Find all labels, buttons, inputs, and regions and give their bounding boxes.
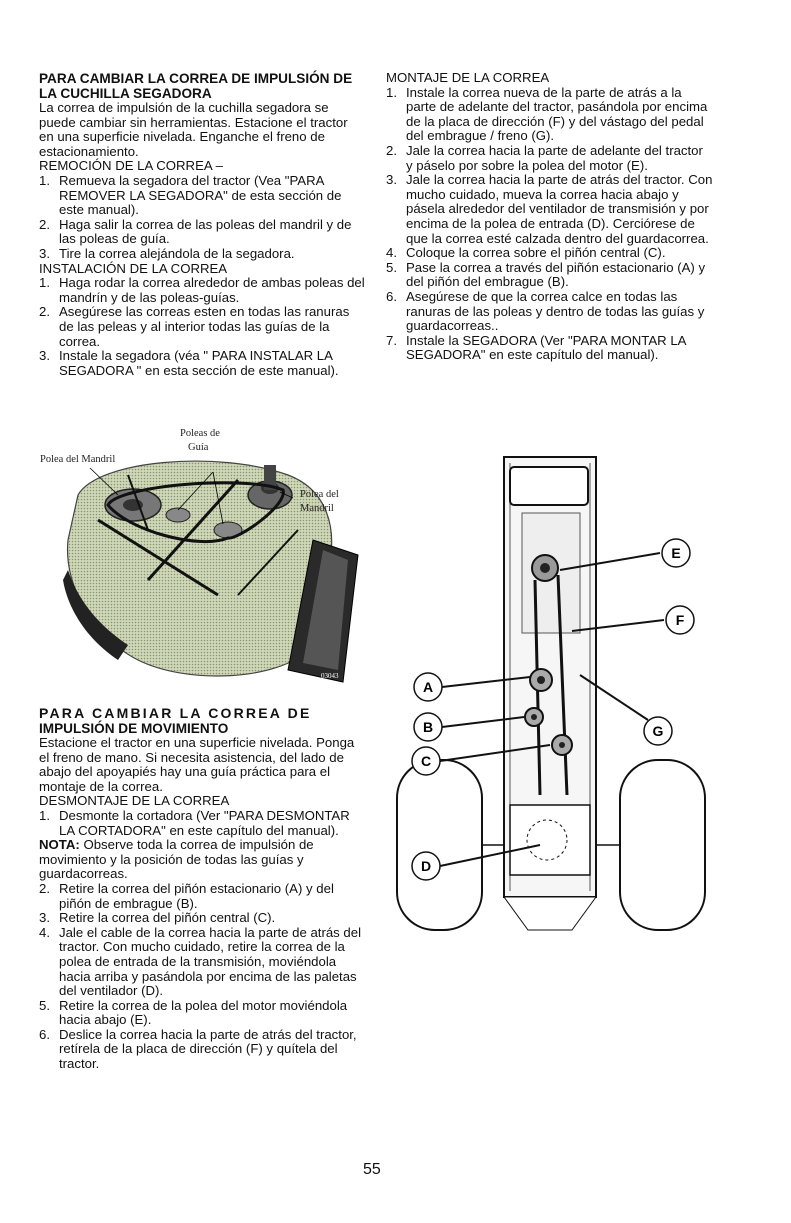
list-item: 4.Coloque la correa sobre el piñón centr… xyxy=(386,245,666,261)
svg-text:D: D xyxy=(421,858,431,874)
note-text: Observe toda la correa de impulsión de m… xyxy=(39,837,314,882)
mandrel-pulley-right-label-line1: Polea del xyxy=(300,489,339,500)
drive-belt-section: PARA CAMBIAR LA CORREA DE IMPULSIÓN DE M… xyxy=(39,706,365,1072)
svg-text:B: B xyxy=(423,719,433,735)
note-label: NOTA: xyxy=(39,837,80,853)
list-item: 3.Retire la correa del piñón central (C)… xyxy=(39,910,276,926)
label-d: D xyxy=(411,851,441,881)
install-steps: 1.Haga rodar la correa alrededor de amba… xyxy=(39,275,365,378)
label-f: F xyxy=(665,605,695,635)
list-item: 4.Jale el cable de la correa hacia la pa… xyxy=(39,924,362,999)
blade-belt-intro: La correa de impulsión de la cuchilla se… xyxy=(39,100,348,159)
guide-pulleys-label-line2: Guía xyxy=(188,442,209,453)
list-item: 7.Instale la SEGADORA (Ver "PARA MONTAR … xyxy=(386,332,686,363)
mower-deck-illustration: Poleas de Guía Polea del Mandril Polea d… xyxy=(38,420,368,692)
blade-belt-title: PARA CAMBIAR LA CORREA DE IMPULSIÓN DE L… xyxy=(39,71,353,101)
dismount-heading: DESMONTAJE DE LA CORREA xyxy=(39,793,230,809)
list-item: 3.Jale la correa hacia la parte de atrás… xyxy=(386,172,713,246)
svg-text:C: C xyxy=(421,753,431,769)
list-item: 2.Asegúrese las correas esten en todas l… xyxy=(39,304,350,349)
mounting-steps: 1.Instale la correa nueva de la parte de… xyxy=(386,84,713,363)
guide-pulleys-label-line1: Poleas de xyxy=(180,428,220,439)
drive-belt-title-line1: PARA CAMBIAR LA CORREA DE xyxy=(39,705,312,721)
dismount-steps-rest: 2.Retire la correa del piñón estacionari… xyxy=(39,880,365,1072)
figure-code: 03043 xyxy=(321,672,339,680)
page-number: 55 xyxy=(363,1161,381,1178)
label-a: A xyxy=(413,672,443,702)
mandrel-pulley-left-label: Polea del Mandril xyxy=(40,454,115,465)
list-item: 1.Haga rodar la correa alrededor de amba… xyxy=(39,275,365,305)
list-item: 3.Tire la correa alejándola de la segado… xyxy=(39,245,295,261)
svg-text:F: F xyxy=(676,612,685,628)
label-c: C xyxy=(411,746,441,776)
belt-mounting-section: MONTAJE DE LA CORREA 1.Instale la correa… xyxy=(386,70,713,363)
list-item: 6.Asegúrese de que la correa calce en to… xyxy=(386,288,705,334)
list-item: 5.Pase la correa a través del piñón esta… xyxy=(386,259,706,290)
label-b: B xyxy=(413,712,443,742)
list-item: 5.Retire la correa de la polea del motor… xyxy=(39,997,348,1028)
label-g: G xyxy=(643,716,673,746)
note: NOTA: Observe toda la correa de impulsió… xyxy=(39,837,365,882)
list-item: 3.Instale la segadora (véa " PARA INSTAL… xyxy=(39,348,339,378)
dismount-steps-first: 1.Desmonte la cortadora (Ver "PARA DESMO… xyxy=(39,807,365,838)
list-item: 1.Instale la correa nueva de la parte de… xyxy=(386,84,708,144)
list-item: 2.Jale la correa hacia la parte de adela… xyxy=(386,142,703,173)
removal-heading: REMOCIÓN DE LA CORREA – xyxy=(39,158,223,174)
drive-belt-title-line2: IMPULSIÓN DE MOVIMIENTO xyxy=(39,721,229,736)
blade-belt-section: PARA CAMBIAR LA CORREA DE IMPULSIÓN DE L… xyxy=(39,71,365,378)
svg-text:E: E xyxy=(671,545,680,561)
install-heading: INSTALACIÓN DE LA CORREA xyxy=(39,260,228,276)
tractor-belt-diagram: A B C D E F G xyxy=(392,425,710,985)
label-e: E xyxy=(661,538,691,568)
list-item: 2.Retire la correa del piñón estacionari… xyxy=(39,880,334,911)
list-item: 6.Deslice la correa hacia la parte de at… xyxy=(39,1026,357,1072)
mandrel-pulley-right-label-line2: Mandril xyxy=(300,503,334,514)
svg-text:A: A xyxy=(423,679,433,695)
mounting-heading: MONTAJE DE LA CORREA xyxy=(386,70,550,85)
drive-belt-intro: Estacione el tractor en una superficie n… xyxy=(39,735,355,794)
svg-text:G: G xyxy=(653,723,664,739)
removal-steps: 1.Remueva la segadora del tractor (Vea "… xyxy=(39,172,365,262)
list-item: 2.Haga salir la correa de las poleas del… xyxy=(39,216,352,247)
list-item: 1.Desmonte la cortadora (Ver "PARA DESMO… xyxy=(39,807,350,838)
list-item: 1.Remueva la segadora del tractor (Vea "… xyxy=(39,172,342,218)
